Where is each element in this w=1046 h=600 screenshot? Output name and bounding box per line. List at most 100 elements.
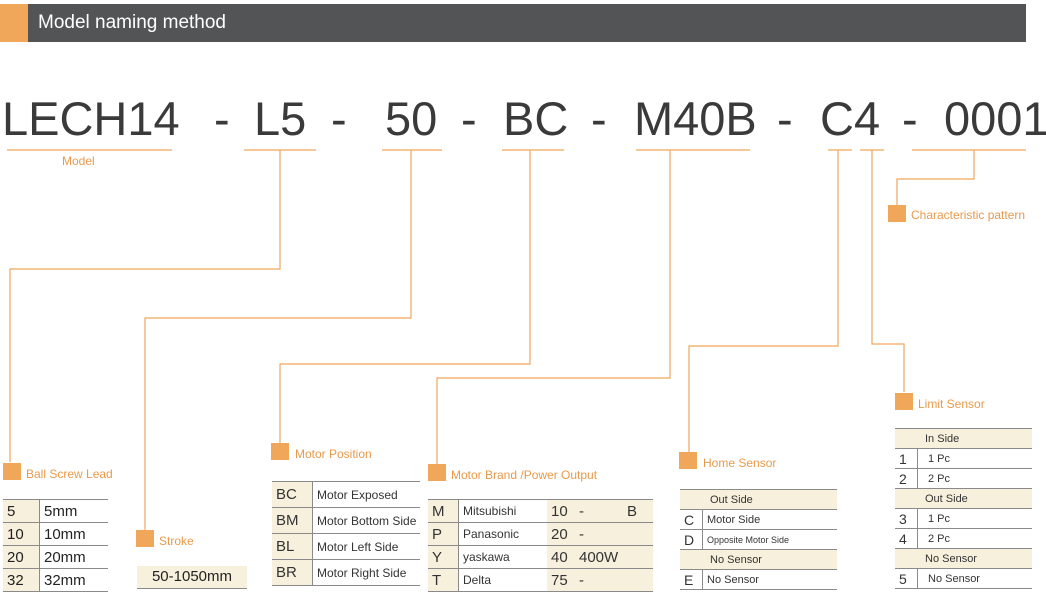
position-code: BL (272, 533, 313, 560)
power-value: - (575, 499, 623, 523)
limit-value: 2 Pc (917, 528, 1032, 549)
brand-name: yaskawa (458, 545, 547, 569)
power-code: 20 (547, 522, 575, 546)
home-sensor-marker (679, 452, 697, 469)
home-value: No Sensor (702, 569, 837, 590)
label-motor-position: Motor Position (295, 447, 372, 461)
lead-value: 32mm (39, 568, 108, 592)
characteristic-marker (888, 205, 906, 222)
lead-code: 10 (3, 522, 40, 546)
table-row: No Sensor (895, 548, 1032, 569)
position-value: Motor Right Side (312, 559, 421, 586)
brand-name: Panasonic (458, 522, 547, 546)
header-accent (0, 4, 28, 42)
code-dash-2: - (331, 92, 347, 145)
power-value: - (575, 568, 623, 592)
position-code: BR (272, 559, 313, 586)
code-dash-4: - (591, 92, 607, 145)
code-dash-5: - (777, 92, 793, 145)
power-value: 400W (575, 545, 623, 569)
power-code: 75 (547, 568, 575, 592)
code-position: BC (503, 92, 569, 145)
brake-code (623, 522, 653, 546)
table-row: No Sensor (680, 549, 837, 570)
power-value: - (575, 522, 623, 546)
ball-screw-marker (3, 463, 21, 480)
code-pattern: 0001 (944, 92, 1046, 145)
limit-code: 3 (895, 508, 918, 529)
lead-code: 32 (3, 568, 40, 592)
label-stroke: Stroke (159, 534, 194, 548)
code-dash-3: - (461, 92, 477, 145)
label-model: Model (62, 154, 95, 168)
lead-value: 20mm (39, 545, 108, 569)
limit-value: No Sensor (917, 568, 1032, 589)
stroke-marker (136, 530, 154, 547)
lead-value: 5mm (39, 499, 108, 523)
position-code: BM (272, 507, 313, 534)
table-row: Out Side (895, 488, 1032, 509)
table-row: Out Side (680, 489, 837, 510)
limit-value: 1 Pc (917, 508, 1032, 529)
motor-brand-marker (428, 464, 446, 481)
code-dash-6: - (902, 92, 918, 145)
limit-sensor-marker (895, 393, 913, 410)
code-stroke: 50 (385, 92, 438, 145)
limit-code: 5 (895, 568, 918, 589)
limit-code: 2 (895, 468, 918, 489)
position-value: Motor Exposed (312, 481, 421, 508)
home-value: Opposite Motor Side (702, 529, 837, 550)
home-no-sensor-heading: No Sensor (680, 549, 837, 570)
code-sensor: C4 (820, 92, 881, 145)
limit-code: 1 (895, 448, 918, 469)
limit-in-side-heading: In Side (895, 428, 1032, 449)
code-model: LECH14 (2, 92, 180, 145)
limit-value: 2 Pc (917, 468, 1032, 489)
code-dash-1: - (214, 92, 230, 145)
section-header: Model naming method (0, 4, 1026, 42)
stroke-value: 50-1050mm (137, 566, 247, 589)
limit-value: 1 Pc (917, 448, 1032, 469)
position-value: Motor Bottom Side (312, 507, 421, 534)
table-row: In Side (895, 428, 1032, 449)
brake-code (623, 545, 653, 569)
home-code: E (680, 569, 703, 590)
brand-name: Delta (458, 568, 547, 592)
power-code: 40 (547, 545, 575, 569)
label-characteristic: Characteristic pattern (911, 208, 1026, 222)
code-brand: M40B (634, 92, 757, 145)
motor-position-marker (271, 443, 289, 460)
brand-code: M (428, 499, 459, 523)
brand-name: Mitsubishi (458, 499, 547, 523)
label-limit-sensor: Limit Sensor (918, 397, 985, 411)
limit-out-side-heading: Out Side (895, 488, 1032, 509)
brand-code: Y (428, 545, 459, 569)
label-ball-screw: Ball Screw Lead (26, 467, 113, 481)
section-title: Model naming method (38, 12, 226, 33)
position-value: Motor Left Side (312, 533, 421, 560)
limit-no-sensor-heading: No Sensor (895, 548, 1032, 569)
